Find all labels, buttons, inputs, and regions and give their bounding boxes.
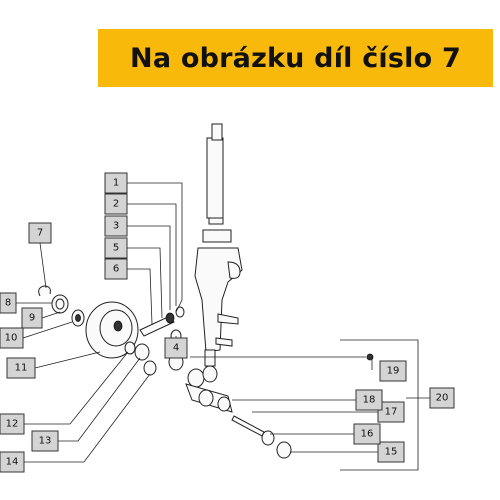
callout-11: 11 (6, 357, 36, 379)
caption-banner: Na obrázku díl číslo 7 (98, 29, 493, 87)
callout-15: 15 (377, 441, 405, 463)
callout-4: 4 (164, 337, 188, 359)
callout-16: 16 (353, 423, 381, 445)
callout-10: 10 (0, 327, 24, 349)
leader-lines (16, 182, 430, 471)
caption-text: Na obrázku díl číslo 7 (130, 42, 461, 74)
svg-text:9: 9 (29, 313, 35, 324)
callout-7: 7 (28, 222, 52, 244)
callout-18: 18 (355, 389, 383, 411)
svg-text:16: 16 (361, 429, 374, 440)
callout-20: 20 (429, 387, 455, 409)
svg-text:7: 7 (37, 228, 43, 239)
svg-text:17: 17 (385, 407, 398, 418)
svg-text:13: 13 (39, 436, 52, 447)
svg-text:8: 8 (5, 298, 11, 309)
svg-text:19: 19 (387, 366, 400, 377)
callout-6: 6 (104, 258, 128, 280)
svg-text:12: 12 (6, 419, 19, 430)
callout-9: 9 (21, 307, 43, 329)
svg-text:6: 6 (113, 264, 119, 275)
callout-13: 13 (31, 430, 59, 452)
svg-text:18: 18 (363, 395, 376, 406)
wheel-hub-parts (38, 285, 185, 376)
svg-text:11: 11 (15, 363, 28, 374)
svg-text:10: 10 (5, 333, 18, 344)
callout-8: 8 (0, 292, 17, 314)
svg-text:4: 4 (173, 343, 179, 354)
svg-text:20: 20 (436, 393, 449, 404)
callout-12: 12 (0, 413, 25, 435)
svg-text:1: 1 (113, 178, 119, 189)
callout-1: 1 (104, 172, 128, 194)
svg-text:5: 5 (113, 243, 119, 254)
callout-19: 19 (379, 360, 407, 382)
callout-17: 17 (377, 401, 405, 423)
callout-3: 3 (104, 215, 128, 237)
callout-2: 2 (104, 193, 128, 215)
svg-text:3: 3 (113, 221, 119, 232)
callout-5: 5 (104, 237, 128, 259)
svg-text:15: 15 (385, 447, 398, 458)
callout-boxes: 1 2 3 4 5 6 7 8 9 10 11 12 13 14 15 16 1… (0, 172, 455, 473)
steering-tube-assembly (194, 123, 243, 367)
lower-link-parts (168, 353, 374, 459)
svg-text:2: 2 (113, 199, 119, 210)
svg-text:14: 14 (6, 457, 19, 468)
callout-14: 14 (0, 451, 25, 473)
